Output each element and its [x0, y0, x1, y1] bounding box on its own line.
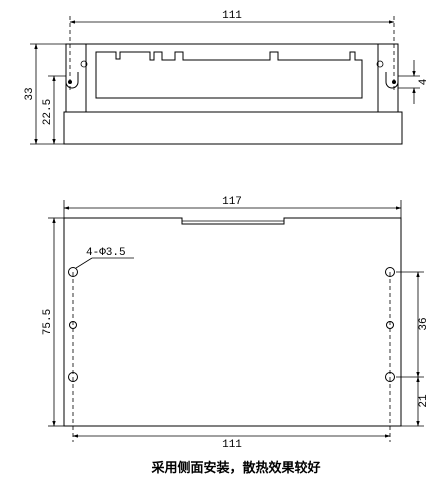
top-view: 111 33 22.5 4 [24, 10, 430, 145]
dim-side-top-width: 117 [63, 196, 402, 218]
flange-hole-left [80, 60, 88, 68]
flange-hole-right [376, 60, 384, 68]
caption: 采用侧面安装，散热效果较好 [150, 460, 320, 476]
dim-top-width-label: 111 [222, 10, 242, 22]
mount-hole-tr [385, 267, 395, 277]
connector-profile [95, 51, 363, 99]
dim-hole-spacing-label: 36 [418, 317, 430, 330]
dim-side-height: 75.5 [42, 217, 64, 427]
dim-base-height-label: 22.5 [42, 99, 54, 125]
dim-top-width: 111 [69, 10, 395, 24]
dim-total-height-label: 33 [24, 87, 36, 100]
side-view: 4-Φ3.5 117 111 75.5 36 [42, 196, 430, 451]
right-mount-slot [385, 16, 399, 92]
side-view-outline [63, 217, 402, 427]
dim-total-height: 33 [24, 43, 66, 145]
top-view-outline [63, 43, 403, 145]
left-mount-slot [65, 16, 79, 92]
dim-hole-offset-label: 21 [418, 394, 430, 408]
hole-callout-label: 4-Φ3.5 [86, 247, 126, 259]
dim-base-height: 22.5 [42, 75, 66, 145]
dim-side-bottom-width-label: 111 [222, 439, 242, 451]
dim-hole-offset: 21 [401, 376, 430, 427]
hole-callout: 4-Φ3.5 [75, 247, 134, 269]
dim-slot: 4 [398, 60, 430, 104]
dim-slot-label: 4 [418, 78, 430, 85]
dim-side-height-label: 75.5 [42, 309, 54, 335]
dim-side-bottom-width: 111 [72, 272, 391, 451]
dim-side-top-width-label: 117 [222, 196, 242, 208]
mount-hole-tl [68, 267, 78, 277]
